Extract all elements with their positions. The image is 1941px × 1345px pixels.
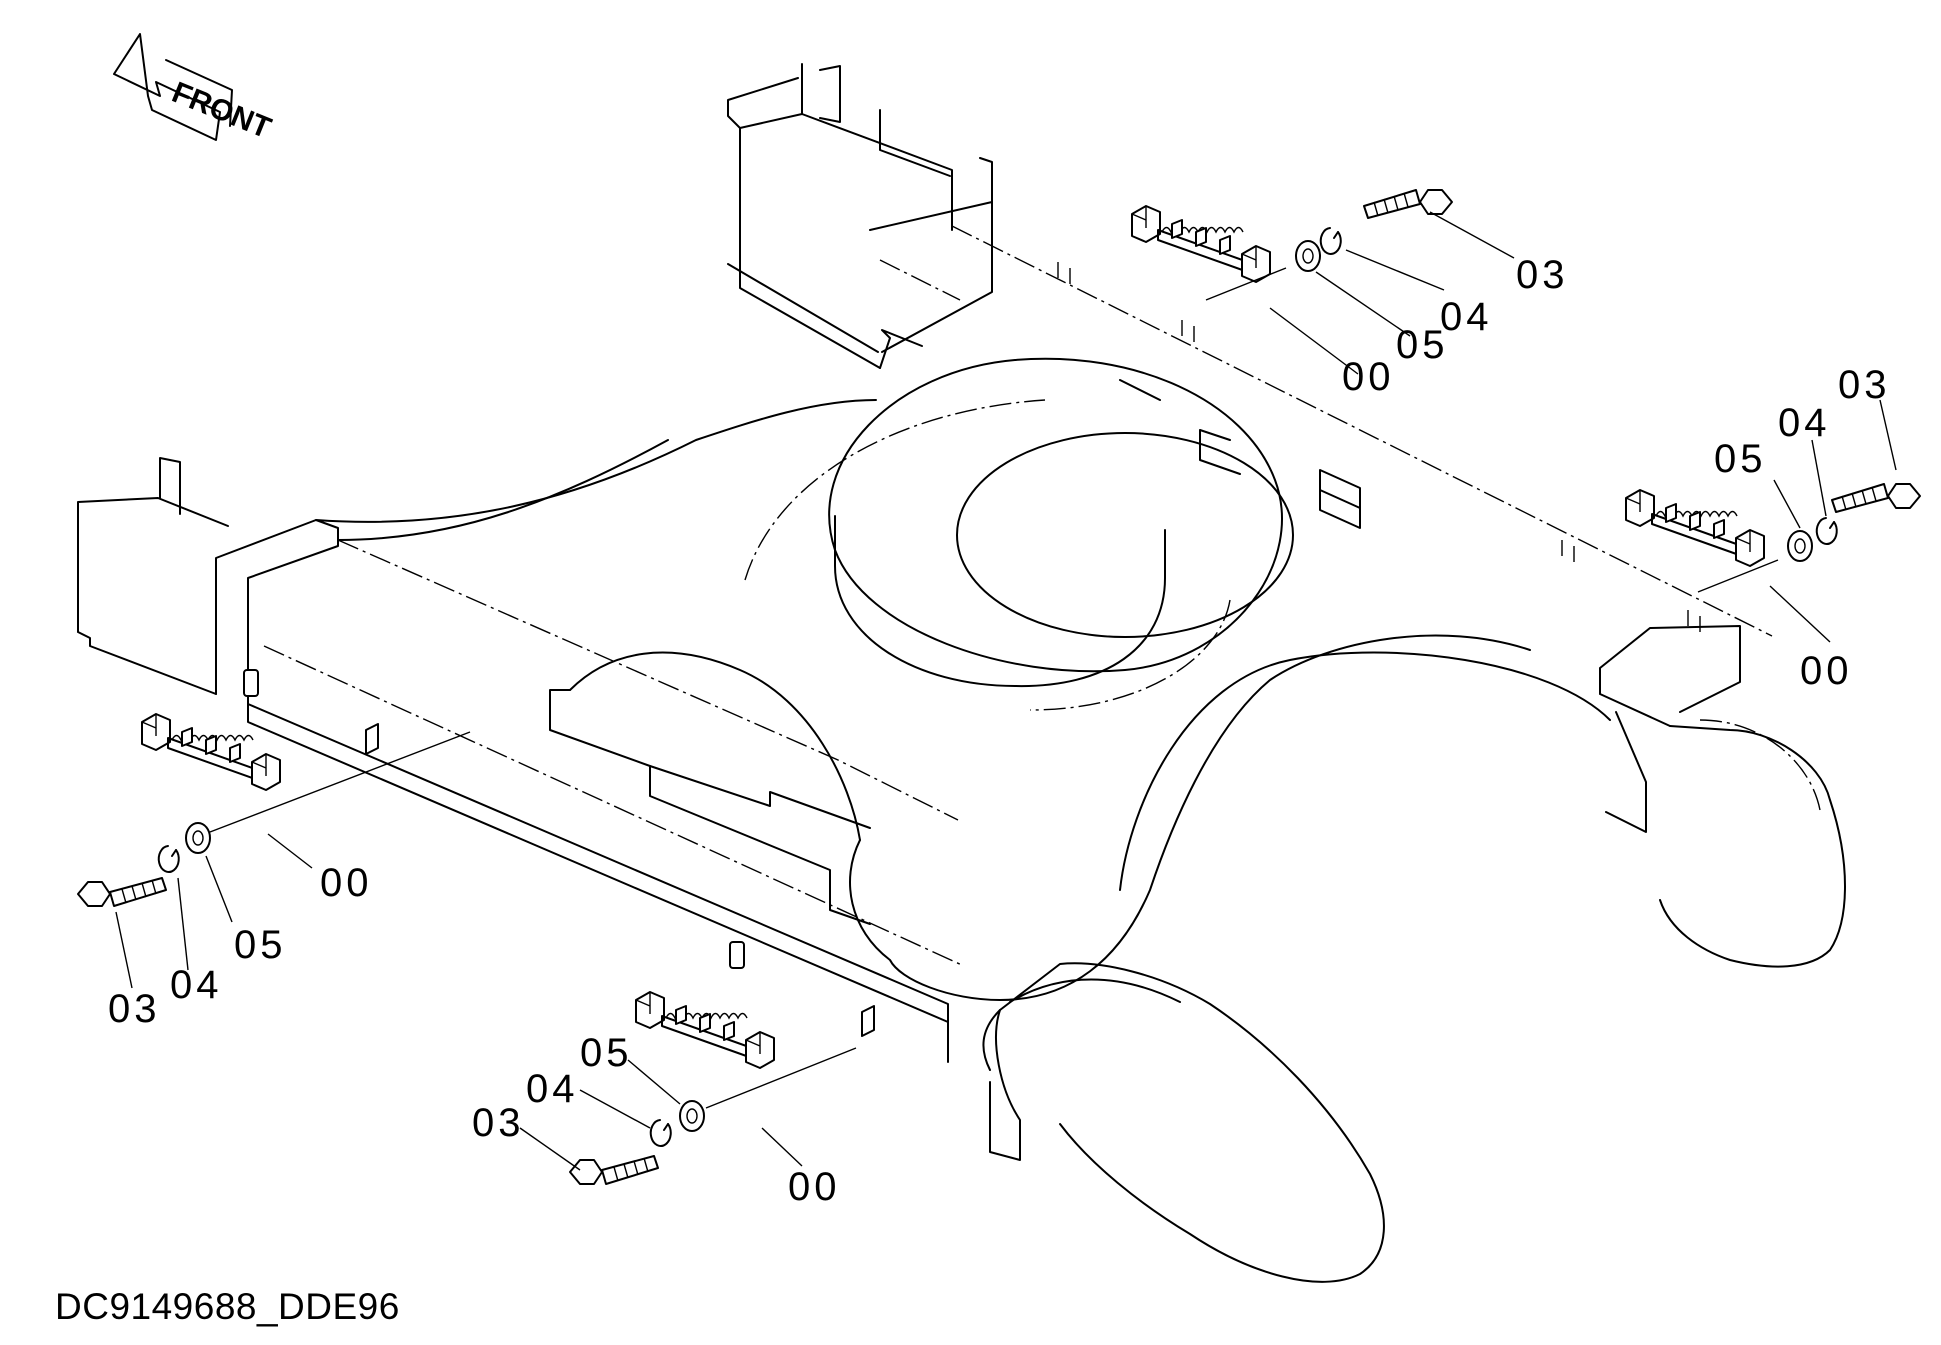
clamp-right (1625, 489, 1765, 567)
callout-right-00: 00 (1800, 649, 1853, 693)
track-frame-drawing (77, 63, 1846, 1283)
callout-bottom-04: 04 (526, 1067, 579, 1111)
lock-washer-left (157, 845, 180, 873)
washer-left (185, 822, 211, 854)
washer-bottom (679, 1100, 705, 1132)
callout-right-05: 05 (1714, 437, 1767, 481)
callout-left-03: 03 (108, 987, 161, 1031)
callout-right-04: 04 (1778, 401, 1831, 445)
alignment-lines (209, 267, 1779, 1109)
lock-washer-bottom (649, 1119, 672, 1147)
callout-bottom-00: 00 (788, 1165, 841, 1209)
callouts: 00 05 04 03 03 04 05 00 00 05 04 03 05 0… (108, 253, 1891, 1209)
bolt-right (1831, 483, 1921, 513)
drawing-id: DC9149688_DDE96 (55, 1286, 400, 1327)
bolt-bottom (569, 1155, 659, 1185)
clamp-left (141, 713, 281, 791)
track-guard-clamps (141, 205, 1765, 1069)
callout-left-00: 00 (320, 861, 373, 905)
callout-right-03: 03 (1838, 363, 1891, 407)
washer-top-right (1295, 240, 1321, 272)
callout-left-05: 05 (234, 923, 287, 967)
lock-washers (157, 227, 1838, 1147)
front-arrow: FRONT (113, 33, 276, 145)
callout-top-right-03: 03 (1516, 253, 1569, 297)
callout-top-right-05: 05 (1396, 323, 1449, 367)
washer-right (1787, 530, 1813, 562)
callout-top-right-00: 00 (1342, 355, 1395, 399)
bolt-left (77, 877, 167, 907)
lock-washer-top-right (1319, 227, 1342, 255)
callout-bottom-03: 03 (472, 1101, 525, 1145)
lock-washer-right (1815, 517, 1838, 545)
bolt-top-right (1363, 189, 1453, 219)
leader-lines (115, 211, 1897, 1171)
clamp-bottom (635, 991, 775, 1069)
callout-top-right-04: 04 (1440, 295, 1493, 339)
callout-left-04: 04 (170, 963, 223, 1007)
clamp-top-right (1131, 205, 1271, 283)
callout-bottom-05: 05 (580, 1031, 633, 1075)
